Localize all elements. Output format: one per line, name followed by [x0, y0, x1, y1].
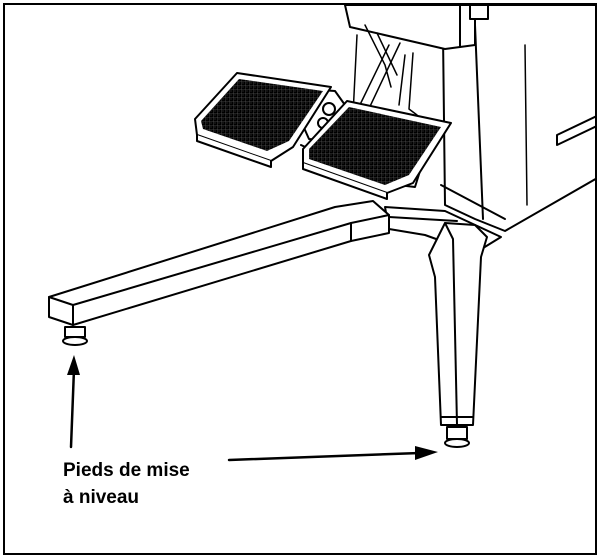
leveling-feet-label-line2: à niveau: [63, 487, 140, 508]
leveling-foot-left: [62, 326, 88, 346]
instrument-base-illustration: [48, 5, 595, 462]
left-base-leg: [48, 200, 390, 326]
left-foot-pedal: [194, 72, 332, 168]
right-foot-pedal: [302, 100, 452, 200]
leveling-feet-label: Pieds de mise à niveau: [63, 457, 190, 511]
right-base-leg: [428, 222, 488, 426]
instrument-column: [349, 5, 595, 232]
instrument-head: [344, 5, 489, 50]
leveling-foot-right: [444, 426, 470, 448]
figure-frame: Pieds de mise à niveau: [3, 3, 597, 555]
leveling-feet-label-line1: Pieds de mise: [63, 460, 190, 481]
callout-arrows: [67, 355, 438, 462]
